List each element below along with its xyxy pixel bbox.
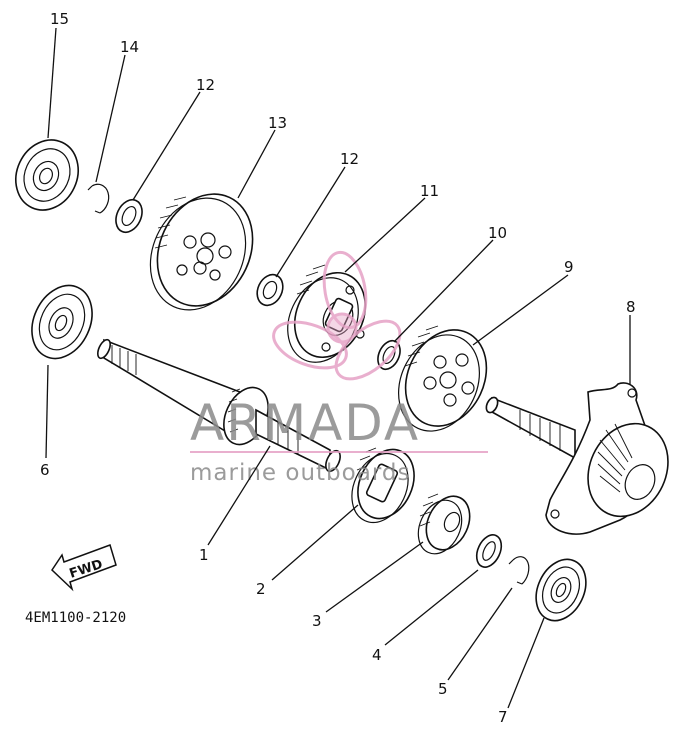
part-6-bearing: [31, 284, 93, 360]
part-13-gear: [149, 193, 254, 311]
part-14-circlip: [87, 183, 110, 214]
callout-8: 8: [626, 298, 636, 316]
watermark: ARMADA marine outboards: [190, 250, 488, 486]
watermark-logo: [272, 250, 402, 381]
callout-labels: 15 14 12 13 12 11 10 9 8 6 1 2 3 4 5 7: [40, 10, 636, 726]
part-12a-washer: [115, 198, 143, 234]
callout-1: 1: [199, 546, 209, 564]
part-8-output-shaft: [485, 382, 669, 535]
part-7-bearing: [535, 558, 587, 622]
part-1-drive-shaft: [97, 338, 341, 473]
part-12b-washer: [256, 273, 284, 307]
part-code: 4EM1100-2120: [25, 610, 126, 626]
watermark-tagline: marine outboards: [190, 460, 410, 486]
part-3-pinion-gear: [417, 493, 471, 555]
callout-7: 7: [498, 708, 508, 726]
callout-6: 6: [40, 461, 50, 479]
part-15-bearing: [15, 139, 79, 211]
callout-12b: 12: [340, 150, 359, 168]
part-4-washer: [475, 534, 503, 568]
fwd-indicator: FWD: [51, 544, 117, 592]
watermark-brand: ARMADA: [190, 394, 420, 452]
callout-9: 9: [564, 258, 574, 276]
callout-13: 13: [268, 114, 287, 132]
callout-15: 15: [50, 10, 69, 28]
callout-14: 14: [120, 38, 139, 56]
leader-lines: [45, 27, 631, 709]
callout-3: 3: [312, 612, 322, 630]
callout-2: 2: [256, 580, 266, 598]
part-2-dog-clutch: [351, 447, 415, 524]
fwd-arrow-icon: [51, 544, 117, 592]
callout-4: 4: [372, 646, 382, 664]
part-5-circlip: [508, 556, 530, 585]
callout-12a: 12: [196, 76, 215, 94]
callout-10: 10: [488, 224, 507, 242]
callout-11: 11: [420, 182, 439, 200]
part-9-gear: [397, 325, 488, 432]
callout-5: 5: [438, 680, 448, 698]
